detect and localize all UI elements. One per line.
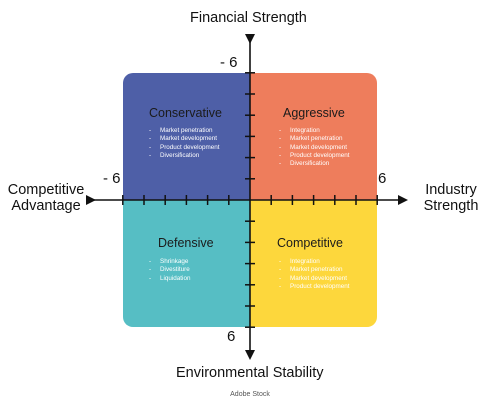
defensive-title: Defensive [158,236,214,250]
list-item: Integration [279,127,350,136]
defensive-list: Shrinkage Divestiture Liquidation [149,258,190,283]
list-item: Diversification [279,160,350,169]
list-item: Diversification [149,152,220,161]
list-item: Market penetration [149,127,220,136]
right-axis-title: Industry Strength [418,182,484,214]
watermark-site: Adobe Stock [230,391,270,398]
left-axis-value: - 6 [103,170,121,187]
list-item: Product development [149,144,220,153]
list-item: Liquidation [149,275,190,284]
conservative-title: Conservative [149,106,222,120]
list-item: Integration [279,258,350,267]
list-item: Shrinkage [149,258,190,267]
list-item: Market penetration [279,266,350,275]
right-axis-value: 6 [378,170,387,187]
list-item: Market penetration [279,135,350,144]
list-item: Market development [279,144,350,153]
bottom-axis-title: Environmental Stability [176,365,324,381]
left-axis-title: Competitive Advantage [4,182,88,214]
list-item: Product development [279,283,350,292]
aggressive-list: Integration Market penetration Market de… [279,127,350,169]
right-axis-title-line1: Industry [425,182,477,198]
aggressive-title: Aggressive [283,106,345,120]
list-item: Market development [279,275,350,284]
list-item: Market development [149,135,220,144]
competitive-title: Competitive [277,236,343,250]
conservative-list: Market penetration Market development Pr… [149,127,220,160]
list-item: Divestiture [149,266,190,275]
top-axis-value: - 6 [220,54,238,71]
list-item: Product development [279,152,350,161]
competitive-list: Integration Market penetration Market de… [279,258,350,291]
top-axis-title: Financial Strength [190,10,307,26]
right-axis-title-line2: Strength [423,198,479,214]
bottom-axis-value: 6 [227,328,236,345]
left-axis-title-line1: Competitive [7,182,85,198]
left-axis-title-line2: Advantage [11,198,81,214]
